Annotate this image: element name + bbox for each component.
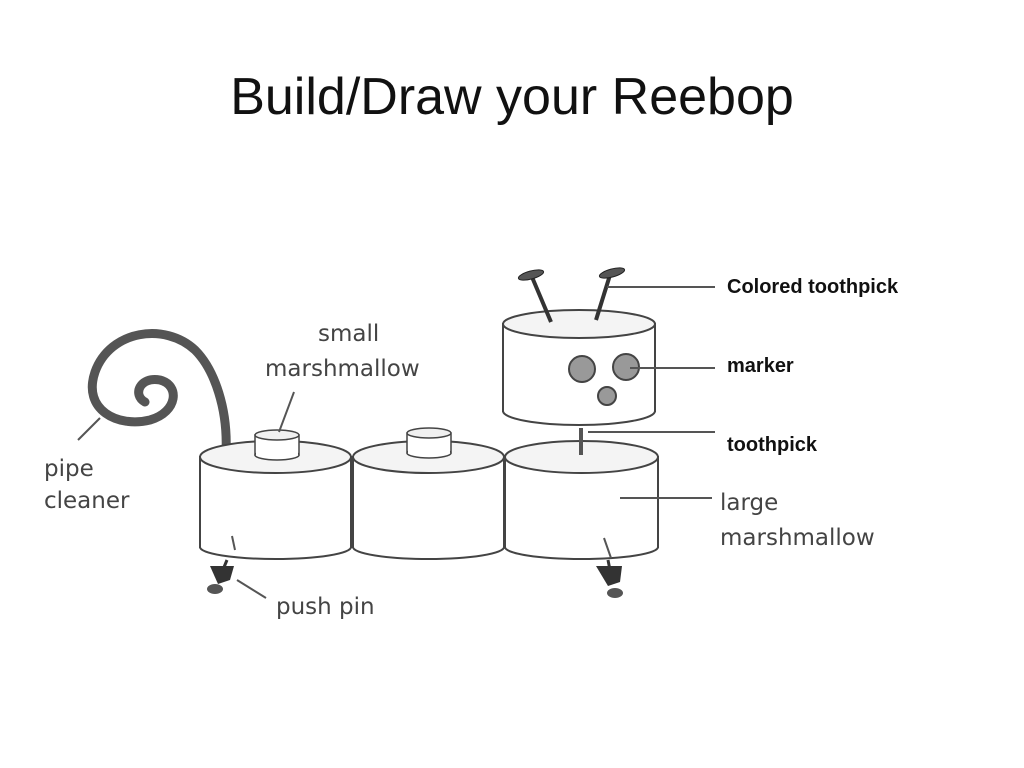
small-marshmallow-2: [406, 427, 452, 459]
body-marshmallow-3: [504, 440, 659, 560]
push-pin-right: [596, 559, 623, 598]
label-pipe-cleaner-line2: cleaner: [44, 488, 130, 514]
label-large-marshmallow-line1: large: [720, 490, 778, 516]
marker-dot-left-eye: [568, 355, 596, 383]
label-pipe-cleaner-line1: pipe: [44, 456, 94, 482]
label-toothpick: toothpick: [727, 434, 818, 456]
leader-push-pin: [236, 579, 267, 599]
small-marshmallow-1: [254, 429, 300, 461]
label-large-marshmallow-line2: marshmallow: [720, 525, 875, 551]
label-marker: marker: [727, 355, 794, 377]
pipe-cleaner: [87, 329, 231, 457]
leader-pipe-cleaner: [77, 417, 101, 441]
antenna-right: [594, 267, 626, 321]
body-marshmallow-2: [352, 440, 505, 560]
label-colored-toothpick: Colored toothpick: [727, 276, 899, 298]
leader-push-pin-right: [603, 537, 612, 559]
leader-small-marshmallow: [278, 391, 295, 433]
label-push-pin: push pin: [276, 594, 375, 620]
marker-dot-nose: [597, 386, 617, 406]
push-pin-left: [207, 559, 234, 594]
label-small-marshmallow-line2: marshmallow: [265, 356, 420, 382]
label-small-marshmallow-line1: small: [318, 321, 379, 347]
antenna-left: [517, 269, 553, 323]
leader-large-marshmallow-left: [231, 535, 236, 551]
slide-title: Build/Draw your Reebop: [230, 68, 794, 126]
